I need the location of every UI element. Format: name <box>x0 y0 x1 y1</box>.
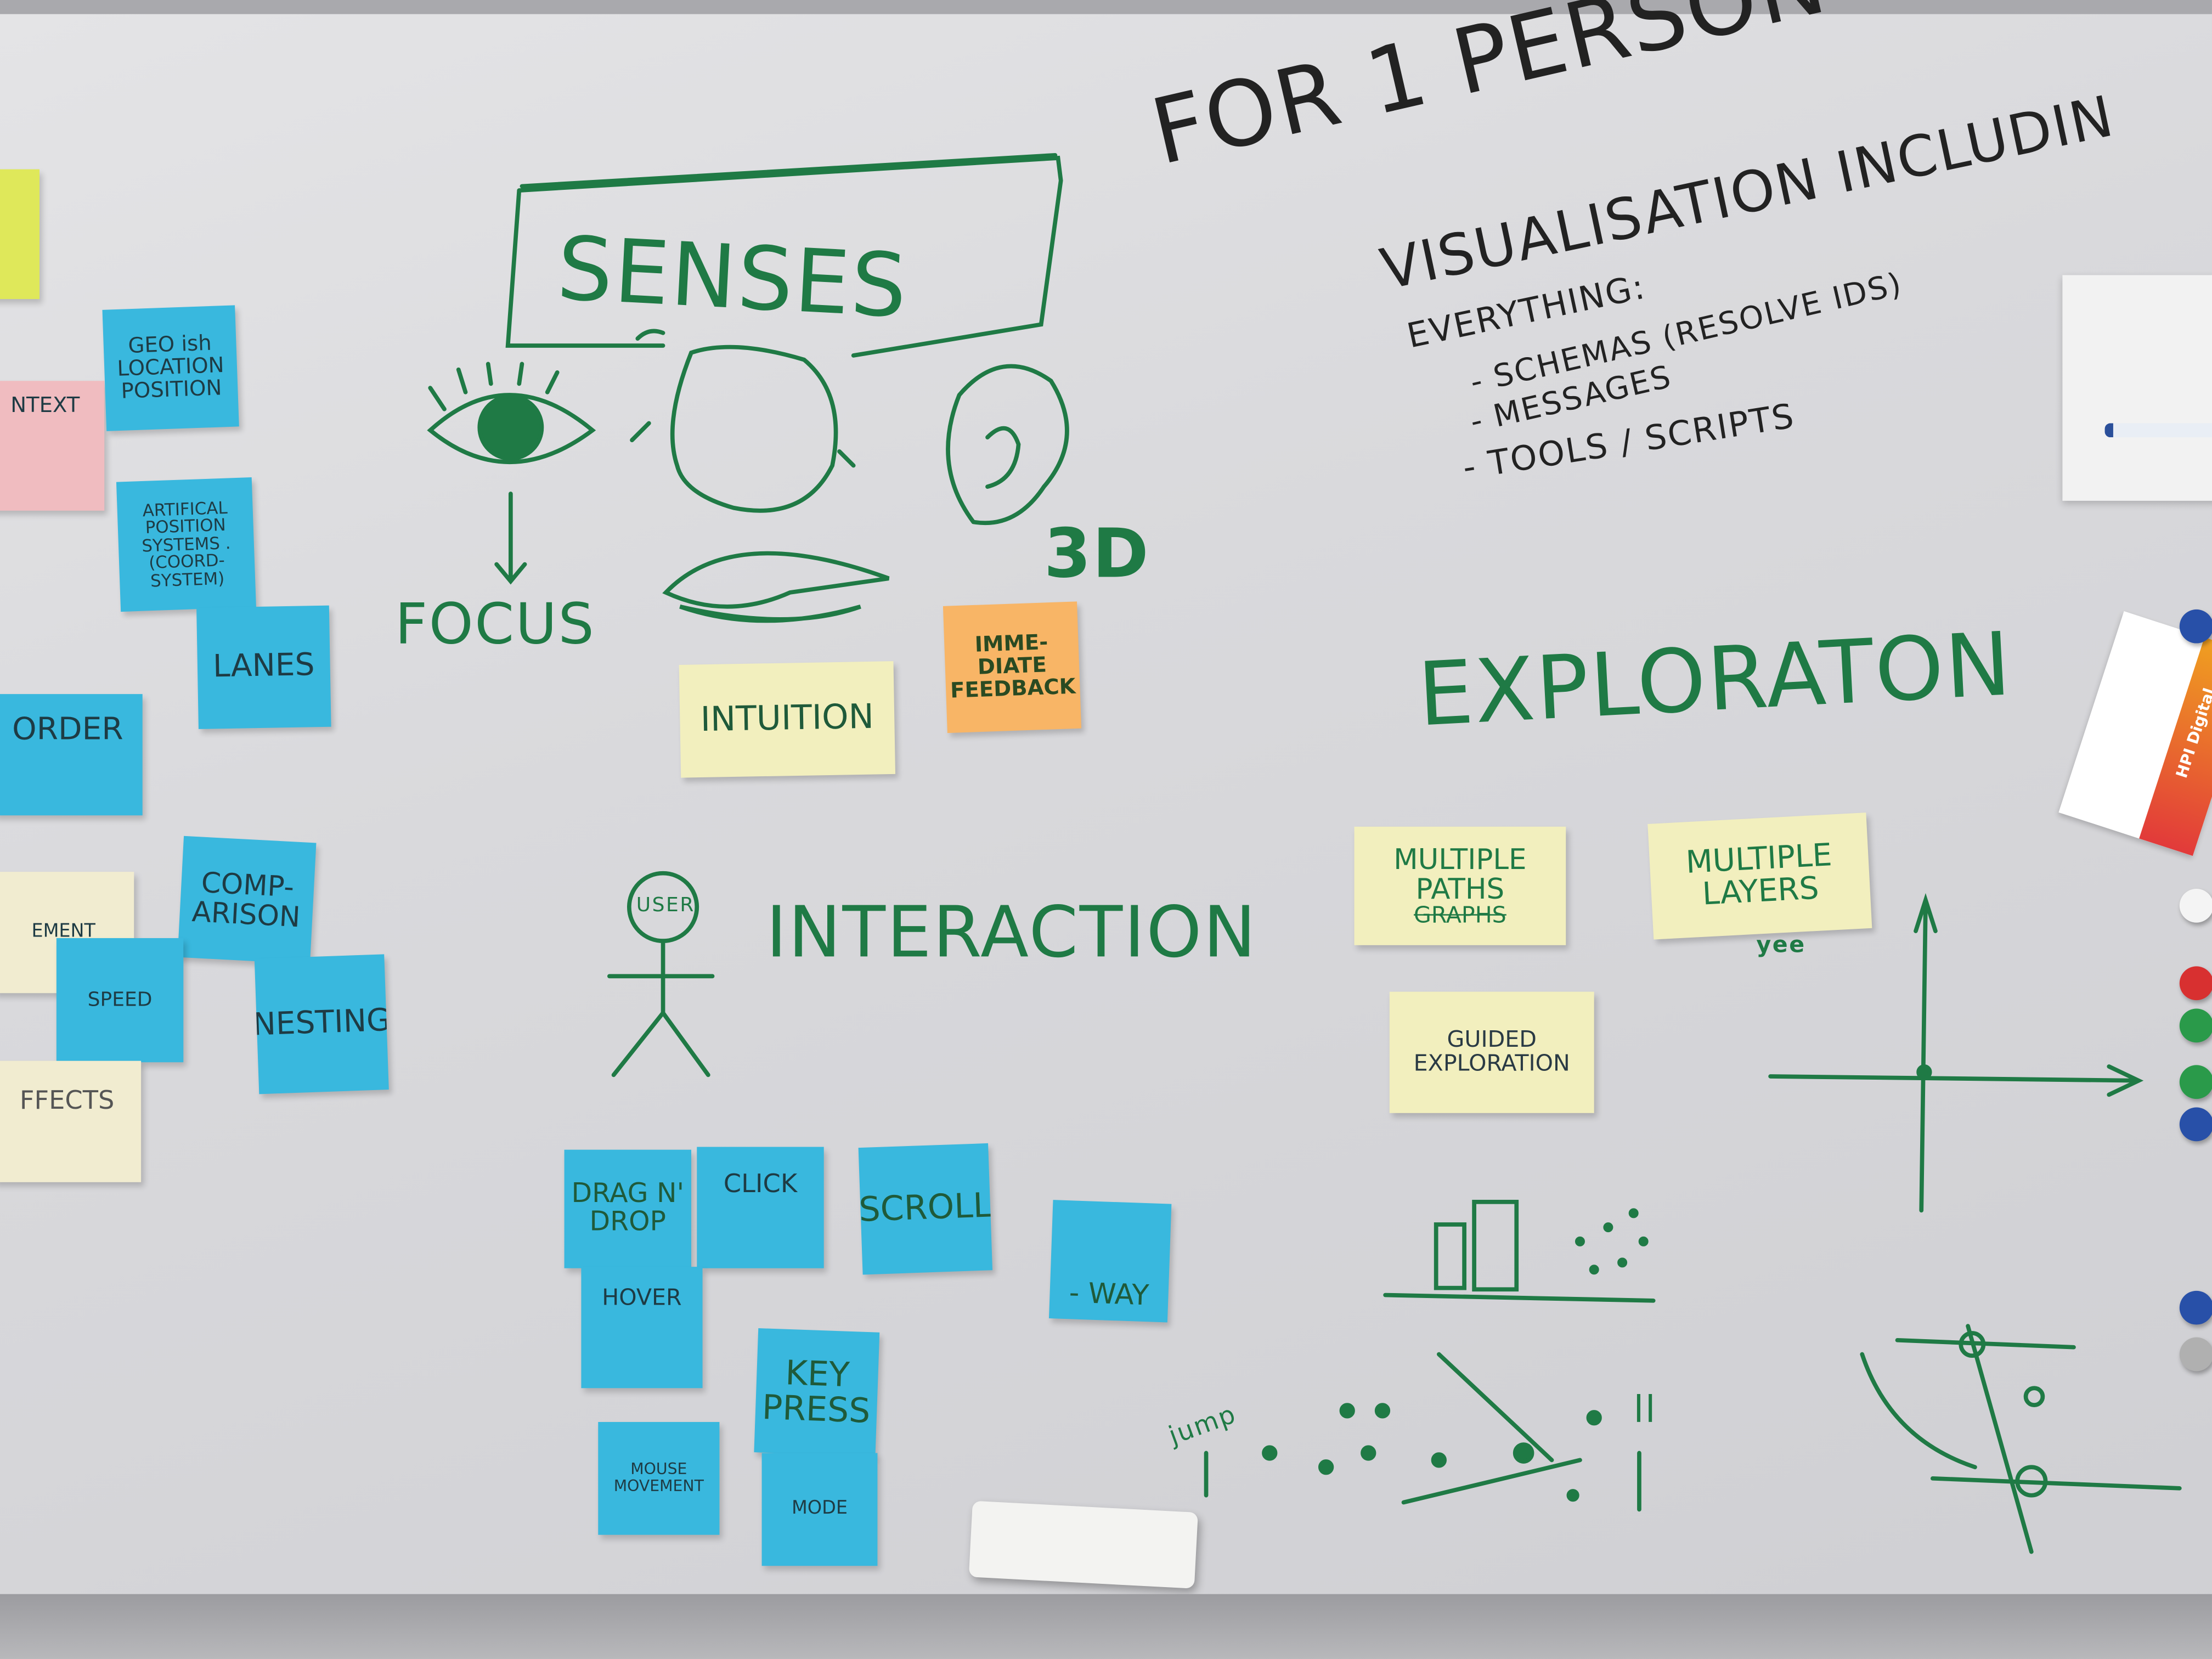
whiteboard-marker[interactable] <box>2104 423 2212 438</box>
ear-icon <box>946 364 1069 526</box>
scatter-drawing <box>1204 1352 1641 1512</box>
mouth-icon <box>662 551 890 623</box>
sticky-note-hover: HOVER <box>581 1267 703 1389</box>
annotation-ll: ll <box>1633 1389 1657 1432</box>
magnet-white[interactable] <box>2179 888 2212 923</box>
magnet-blue[interactable] <box>2179 609 2212 644</box>
axes-chart-drawing <box>1768 893 2144 1213</box>
sticky-note-mode: MODE <box>761 1453 878 1566</box>
sticky-note-order: ORDER <box>0 694 143 816</box>
sticky-note-immediate-feedback: IMME- DIATE FEEDBACK <box>943 601 1082 733</box>
sticky-note-way: - WAY <box>1048 1200 1172 1323</box>
magnet-blue-3[interactable] <box>2179 1290 2212 1325</box>
hand-icon <box>630 329 856 513</box>
struck-word: GRAPHS <box>1413 901 1506 928</box>
interaction-title: INTERACTION <box>766 891 1257 974</box>
user-label: USER <box>636 894 695 917</box>
sticky-note-artificial: ARTIFICAL POSITION SYSTEMS .(COORD-SYSTE… <box>116 477 256 612</box>
focus-label: FOCUS <box>394 592 596 658</box>
annotation-jump: jump <box>1165 1400 1241 1452</box>
sticky-note-lanes: LANES <box>196 605 331 729</box>
exploration-title: EXPLORATON <box>1415 612 2015 747</box>
annotation-yee: yee <box>1756 931 1806 958</box>
eye-icon <box>427 362 596 585</box>
bar-chart-drawing <box>1383 1199 1656 1303</box>
sticky-note-nesting: NESTING <box>254 954 389 1094</box>
sticky-note-multiple-paths: GRAPHS MULTIPLE PATHS <box>1354 826 1566 945</box>
magnet-grey[interactable] <box>2179 1337 2212 1372</box>
board-frame-bottom <box>0 1594 2212 1659</box>
three-d-label: 3D <box>1043 515 1150 594</box>
sticky-note-effects: FFECTS <box>0 1060 142 1182</box>
magnet-green[interactable] <box>2179 1008 2212 1043</box>
whiteboard-eraser[interactable] <box>968 1500 1198 1589</box>
magnet-red[interactable] <box>2179 966 2212 1001</box>
tree-drawing <box>1860 1324 2182 1554</box>
magnet-green-2[interactable] <box>2179 1065 2212 1099</box>
sticky-note-multiple-layers: MULTIPLE LAYERS <box>1647 812 1872 940</box>
magnet-blue-2[interactable] <box>2179 1107 2212 1142</box>
flyer: HPI Digital <box>2058 611 2212 856</box>
sticky-note-comparison: COMP- ARISON <box>177 836 317 964</box>
senses-title: SENSES <box>555 216 911 338</box>
sticky-note-key-press: KEY PRESS <box>754 1328 880 1457</box>
multiple-paths-text: MULTIPLE PATHS <box>1393 842 1527 905</box>
sticky-note-scroll: SCROLL <box>858 1143 993 1275</box>
sticky-note-context: NTEXT <box>0 381 105 511</box>
sticky-note-guided-exploration: GUIDED EXPLORATION <box>1389 991 1594 1113</box>
sticky-note-intuition: INTUITION <box>679 661 896 778</box>
marker-holder <box>2062 275 2212 501</box>
board-frame-top <box>0 0 2212 14</box>
heading-for-one-person: FOR 1 PERSON <box>1142 0 1836 187</box>
sticky-note-drag-n-drop: DRAG N' DROP <box>564 1149 691 1268</box>
sticky-note-click: CLICK <box>697 1147 824 1268</box>
heading-visualisation: VISUALISATION INCLUDIN <box>1375 84 2120 303</box>
sticky-note-geo: GEO ish LOCATION POSITION <box>102 305 239 431</box>
sticky-note-speed: SPEED <box>56 938 184 1063</box>
sticky-note-mouse-movement: MOUSE MOVEMENT <box>598 1421 720 1535</box>
list-item-schemas: - SCHEMAS (RESOLVE IDS) <box>1467 267 1906 402</box>
sticky-note-lime <box>0 169 40 300</box>
